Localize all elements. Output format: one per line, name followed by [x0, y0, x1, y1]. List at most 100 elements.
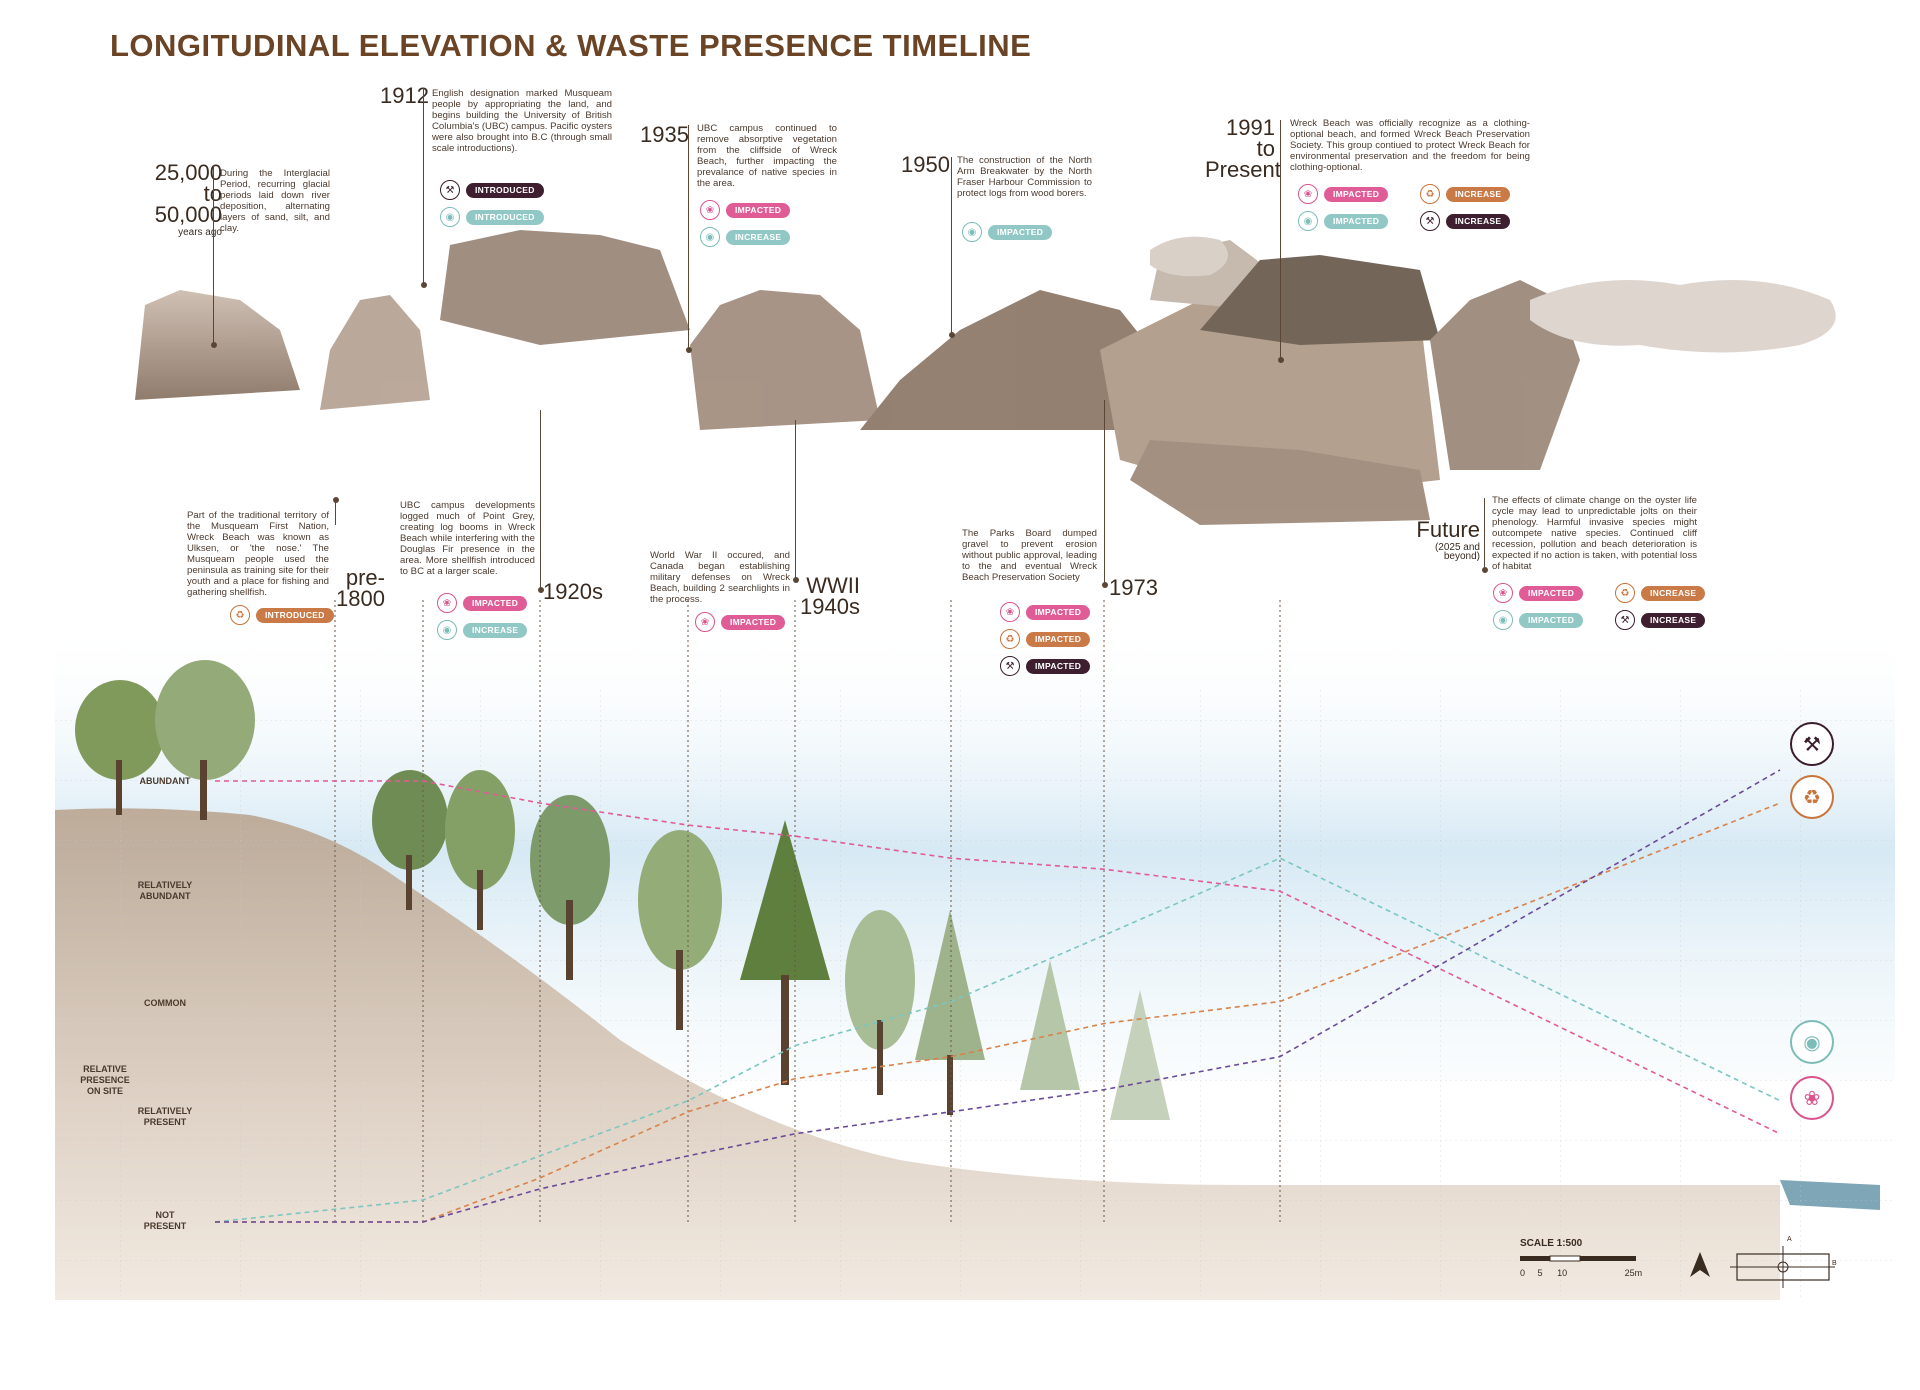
status-badge: ⚒ INCREASE	[1615, 610, 1706, 630]
event-leader-line	[213, 165, 214, 345]
status-badge: ❀IMPACTED	[437, 593, 528, 613]
status-pill: INTRODUCED	[256, 607, 334, 623]
tree-illustrations	[75, 660, 1170, 1120]
event-pin	[685, 347, 692, 353]
recycle-icon: ♻	[1615, 583, 1635, 603]
oyster-icon: ◉	[440, 207, 460, 227]
event-pin	[1101, 582, 1108, 588]
event-description: World War II occured, and Canada began e…	[650, 550, 790, 605]
event-pin	[948, 332, 955, 338]
event-description: UBC campus continued to remove absorptiv…	[697, 123, 837, 189]
status-badge: ◉ IMPACTED	[1298, 211, 1389, 231]
status-pill: INCREASE	[726, 229, 791, 245]
level-relatively-present: RELATIVELY PRESENT	[137, 1106, 193, 1127]
event-date: 1973	[1109, 575, 1158, 600]
event-leader-line	[1104, 400, 1105, 585]
event-pin	[1277, 357, 1284, 363]
oyster-icon: ◉	[962, 222, 982, 242]
event-date: 1920s	[543, 579, 603, 604]
event-date: Future(2025 and beyond)	[1408, 519, 1480, 563]
status-badge: ❀ IMPACTED	[1298, 184, 1389, 204]
level-abundant: ABUNDANT	[139, 776, 191, 786]
event-leader-line	[951, 157, 952, 335]
recycle-icon: ♻	[1000, 629, 1020, 649]
event-leader-line	[540, 410, 541, 590]
status-pill: IMPACTED	[1519, 612, 1584, 628]
status-pill: INCREASE	[1446, 186, 1511, 202]
recycle-icon: ♻	[1790, 775, 1834, 819]
status-pill: INCREASE	[1641, 585, 1706, 601]
status-badge: ◉ IMPACTED	[1493, 610, 1584, 630]
oyster-series-line	[214, 857, 1781, 1223]
status-badge: ◉ INCREASE	[700, 227, 791, 247]
plant-series-line	[215, 780, 1781, 1135]
level-common: COMMON	[144, 998, 186, 1008]
event-date: WWII 1940s	[800, 573, 860, 619]
status-badge: ♻ IMPACTED	[1000, 629, 1091, 649]
scale-bar	[1520, 1255, 1636, 1262]
event-date-sub: (2025 and beyond)	[1434, 541, 1480, 563]
oyster-icon: ◉	[700, 227, 720, 247]
recycle-icon: ♻	[230, 605, 250, 625]
status-badge: ◉ IMPACTED	[962, 222, 1053, 242]
status-badge: ⚒INTRODUCED	[440, 180, 544, 200]
plant-icon: ❀	[1000, 602, 1020, 622]
status-badge: ♻ INTRODUCED	[230, 605, 334, 625]
event-date: 1935	[640, 122, 689, 147]
status-pill: IMPACTED	[1026, 631, 1091, 647]
event-description: The effects of climate change on the oys…	[1492, 495, 1697, 572]
shovel-icon: ⚒	[1420, 211, 1440, 231]
event-pin	[210, 342, 217, 348]
status-pill: IMPACTED	[1324, 213, 1389, 229]
axis-title: RELATIVE PRESENCE ON SITE	[80, 1064, 130, 1096]
status-badge: ⚒INCREASE	[1420, 211, 1511, 231]
scale-label: SCALE 1:500	[1520, 1238, 1583, 1249]
event-pin	[537, 587, 544, 593]
event-pin	[420, 282, 427, 288]
event-description: UBC campus developments logged much of P…	[400, 500, 535, 577]
plant-icon: ❀	[695, 612, 715, 632]
shovel-icon: ⚒	[1790, 722, 1834, 766]
status-pill: INCREASE	[463, 622, 528, 638]
event-pin	[1481, 567, 1488, 573]
oyster-icon: ◉	[1493, 610, 1513, 630]
event-description: The construction of the North Arm Breakw…	[957, 155, 1092, 199]
status-badge: ♻ INCREASE	[1420, 184, 1511, 204]
compass-label-b: B	[1832, 1260, 1837, 1267]
status-pill: IMPACTED	[1519, 585, 1584, 601]
status-pill: IMPACTED	[988, 224, 1053, 240]
event-leader-line	[1484, 498, 1485, 570]
montage-shapes	[135, 230, 1836, 525]
status-badge: ◉ INTRODUCED	[440, 207, 544, 227]
status-badge: ⚒IMPACTED	[1000, 656, 1091, 676]
status-pill: IMPACTED	[1026, 658, 1091, 674]
shovel-icon: ⚒	[1615, 610, 1635, 630]
event-description: English designation marked Musqueam peop…	[432, 88, 612, 154]
recycle-icon: ♻	[1420, 184, 1440, 204]
event-pin	[792, 577, 799, 583]
event-date: pre- 1800	[336, 565, 385, 611]
oyster-icon: ◉	[1298, 211, 1318, 231]
status-pill: INTRODUCED	[466, 209, 544, 225]
event-description: Part of the traditional territory of the…	[187, 510, 329, 598]
oyster-icon: ◉	[1790, 1020, 1834, 1064]
status-pill: IMPACTED	[1324, 186, 1389, 202]
event-pin	[332, 497, 339, 503]
scale-ticks: 0 5 10 25m	[1520, 1268, 1643, 1278]
compass-icon	[1690, 1246, 1835, 1288]
status-badge: ❀IMPACTED	[695, 612, 786, 632]
shovel-series-line	[215, 769, 1781, 1223]
event-leader-line	[688, 125, 689, 350]
event-date: 1991 to Present	[1205, 115, 1281, 182]
status-pill: INTRODUCED	[466, 182, 544, 198]
status-badge: ❀IMPACTED	[1493, 583, 1584, 603]
event-leader-line	[1280, 120, 1281, 360]
plant-icon: ❀	[1298, 184, 1318, 204]
level-relatively-abundant: RELATIVELY ABUNDANT	[137, 880, 193, 901]
status-pill: IMPACTED	[463, 595, 528, 611]
status-pill: INCREASE	[1641, 612, 1706, 628]
status-pill: IMPACTED	[1026, 604, 1091, 620]
